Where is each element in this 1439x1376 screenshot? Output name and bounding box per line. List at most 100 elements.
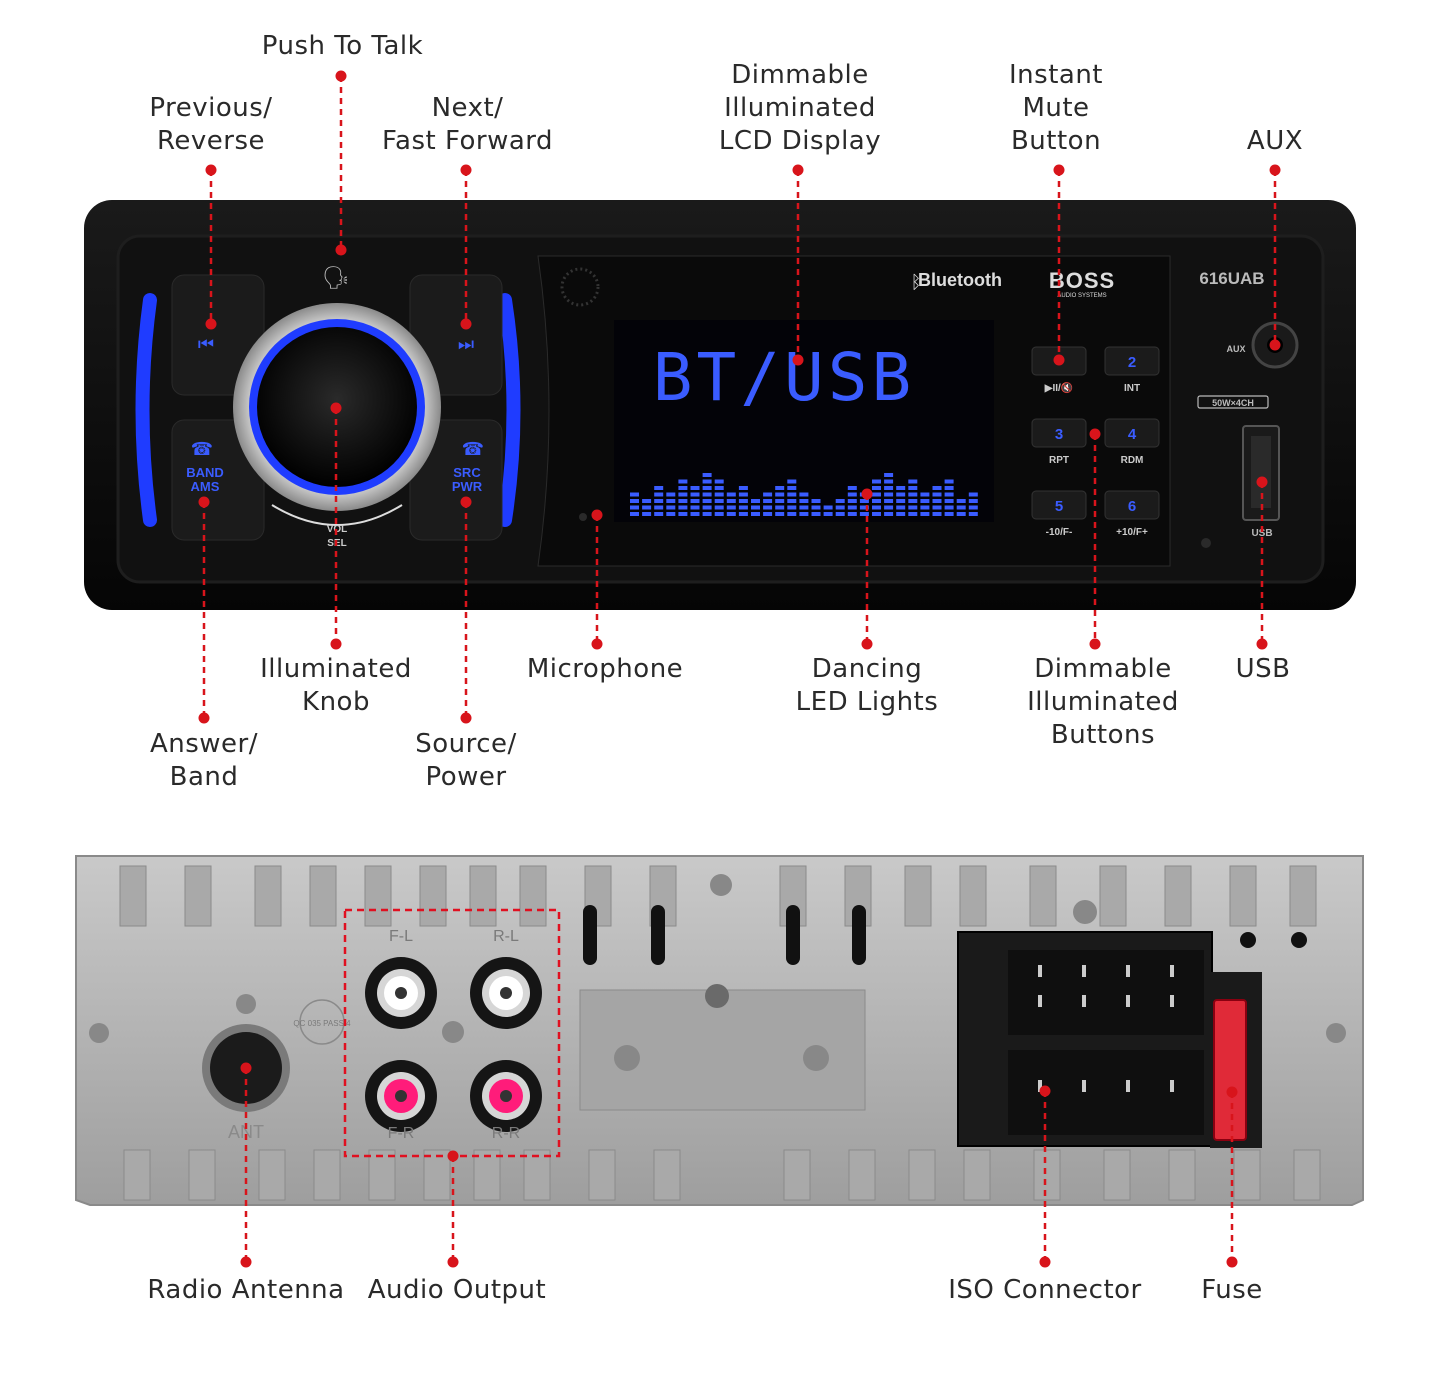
screw-icon bbox=[442, 1021, 464, 1043]
callout-answer-band: Answer/ Band bbox=[149, 729, 259, 792]
eq-bar-segment bbox=[666, 505, 676, 510]
eq-bar-segment bbox=[654, 492, 664, 497]
eq-bar-segment bbox=[884, 492, 894, 497]
eq-bar-segment bbox=[630, 499, 639, 503]
eq-bar-segment bbox=[690, 486, 700, 490]
eq-bar-segment bbox=[908, 499, 918, 503]
eq-bar-segment bbox=[968, 512, 978, 516]
eq-bar-segment bbox=[859, 505, 869, 510]
eq-bar-segment bbox=[847, 492, 857, 497]
preset-number: 3 bbox=[1055, 426, 1063, 443]
eq-bar-segment bbox=[920, 512, 930, 516]
eq-bar-segment bbox=[738, 505, 748, 510]
eq-bar-segment bbox=[787, 492, 797, 497]
eq-bar-segment bbox=[787, 479, 797, 484]
callout-iso-connector: ISO Connector bbox=[948, 1275, 1142, 1305]
chassis-rib bbox=[904, 865, 932, 927]
eq-bar-segment bbox=[920, 499, 930, 503]
screw-icon bbox=[1073, 900, 1097, 924]
screw-icon bbox=[803, 1045, 829, 1071]
eq-bar-segment bbox=[714, 486, 724, 490]
eq-bar-segment bbox=[811, 505, 821, 510]
eq-bar-segment bbox=[847, 505, 857, 510]
screw-icon bbox=[710, 874, 732, 896]
eq-bar-segment bbox=[630, 512, 639, 516]
eq-bar-segment bbox=[702, 505, 712, 510]
eq-bar-segment bbox=[908, 486, 918, 490]
eq-bar-segment bbox=[726, 512, 736, 516]
bluetooth-icon: ᛒ bbox=[911, 272, 922, 293]
eq-bar-segment bbox=[847, 512, 857, 516]
preset-button[interactable] bbox=[1031, 418, 1087, 448]
eq-bar-segment bbox=[678, 492, 688, 497]
callout-next-fast-forward: Next/ Fast Forward bbox=[381, 93, 554, 156]
eq-bar-segment bbox=[896, 512, 906, 516]
chassis-rib bbox=[959, 865, 987, 927]
eq-bar-segment bbox=[920, 505, 930, 510]
eq-bar-segment bbox=[908, 505, 918, 510]
eq-bar-segment bbox=[884, 473, 894, 477]
eq-bar-segment bbox=[799, 492, 809, 497]
chassis-rib bbox=[588, 1149, 616, 1201]
chassis-rib bbox=[313, 1149, 341, 1201]
chassis-rib bbox=[1293, 1149, 1321, 1201]
eq-bar-segment bbox=[799, 512, 809, 516]
eq-bar-segment bbox=[775, 492, 785, 497]
eq-bar-segment bbox=[823, 512, 833, 516]
eq-bar-segment bbox=[932, 486, 942, 490]
screw-icon bbox=[614, 1045, 640, 1071]
eq-bar-segment bbox=[654, 505, 664, 510]
eq-bar-segment bbox=[775, 486, 785, 490]
preset-button[interactable] bbox=[1104, 490, 1160, 520]
preset-button[interactable] bbox=[1031, 490, 1087, 520]
eq-bar-segment bbox=[654, 512, 664, 516]
eq-bar-segment bbox=[968, 492, 978, 497]
chassis-rib bbox=[963, 1149, 991, 1201]
previous-icon: ⏮ bbox=[198, 334, 214, 355]
eq-bar-segment bbox=[751, 512, 760, 516]
eq-bar-segment bbox=[630, 505, 639, 510]
chassis-rib bbox=[1289, 865, 1317, 927]
vent-hole bbox=[1291, 932, 1307, 948]
chassis-rib bbox=[258, 1149, 286, 1201]
preset-number: 6 bbox=[1128, 498, 1136, 515]
eq-bar-segment bbox=[678, 479, 688, 484]
chassis-rib bbox=[1164, 865, 1192, 927]
eq-bar-segment bbox=[763, 505, 773, 510]
eq-bar-segment bbox=[714, 499, 724, 503]
eq-bar-segment bbox=[884, 512, 894, 516]
eq-bar-segment bbox=[872, 512, 881, 516]
chassis-rib bbox=[1168, 1149, 1196, 1201]
screw-icon bbox=[236, 994, 256, 1014]
eq-bar-segment bbox=[726, 492, 736, 497]
chassis-rib bbox=[188, 1149, 216, 1201]
microphone-hole bbox=[579, 513, 587, 521]
chassis-rib bbox=[1103, 1149, 1131, 1201]
eq-bar-segment bbox=[956, 505, 966, 510]
eq-bar-segment bbox=[835, 512, 845, 516]
chassis-rib bbox=[1033, 1149, 1061, 1201]
qc-stamp-text: QC 035 PASS 4 bbox=[293, 1019, 351, 1028]
chassis-rib bbox=[123, 1149, 151, 1201]
eq-bar-segment bbox=[678, 505, 688, 510]
preset-button[interactable] bbox=[1104, 418, 1160, 448]
callout-dancing-led: Dancing LED Lights bbox=[795, 654, 939, 717]
callout-audio-output: Audio Output bbox=[367, 1275, 547, 1305]
eq-bar-segment bbox=[799, 505, 809, 510]
chassis-rib bbox=[364, 865, 392, 927]
usb-port-label: USB bbox=[1251, 528, 1272, 539]
chassis-rib bbox=[309, 865, 337, 927]
callout-push-to-talk: Push To Talk bbox=[261, 31, 424, 61]
preset-label: RPT bbox=[1049, 455, 1069, 466]
preset-button[interactable] bbox=[1104, 346, 1160, 376]
eq-bar-segment bbox=[678, 499, 688, 503]
eq-bar-segment bbox=[932, 505, 942, 510]
eq-bar-segment bbox=[835, 505, 845, 510]
eq-bar-segment bbox=[799, 499, 809, 503]
fuse[interactable] bbox=[1213, 999, 1247, 1141]
eq-bar-segment bbox=[944, 479, 954, 484]
bluetooth-logo-text: Bluetooth bbox=[918, 270, 1002, 290]
eq-bar-segment bbox=[738, 486, 748, 490]
